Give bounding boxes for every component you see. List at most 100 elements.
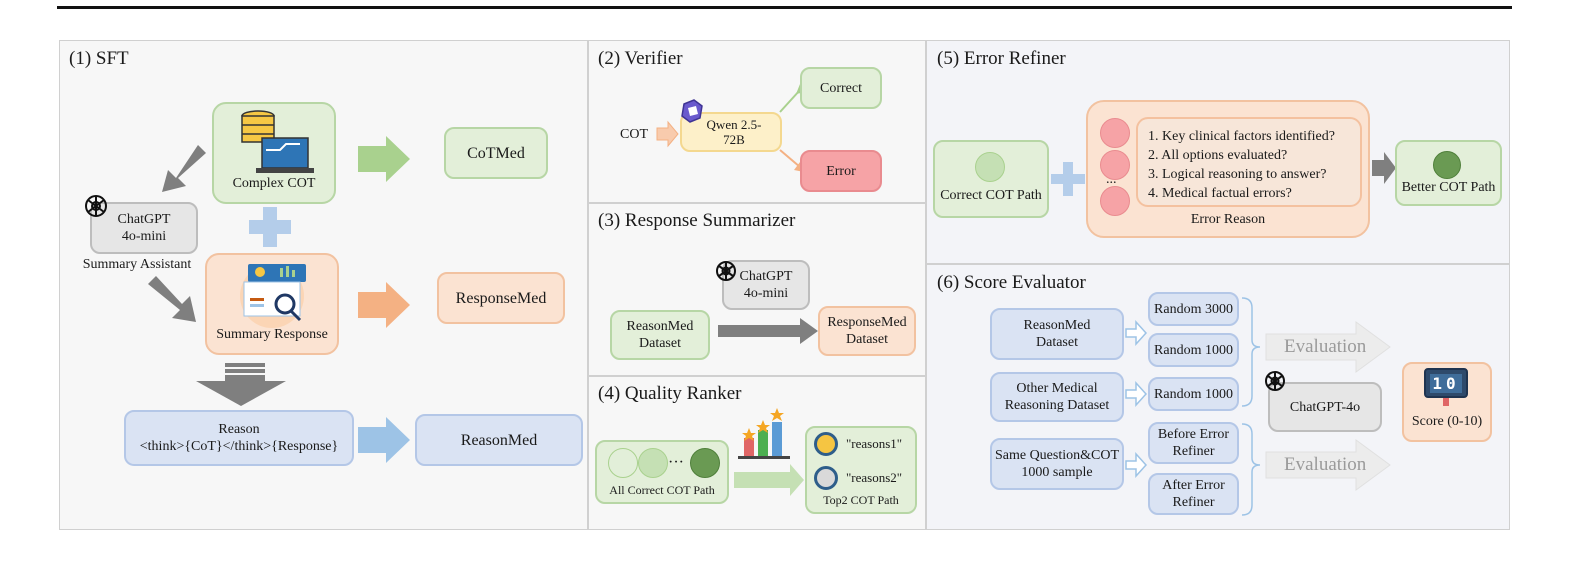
scoreboard-icon: 10 [1424,368,1468,398]
panel-title-ranker: (4) Quality Ranker [598,383,742,404]
better-cot-circle [1433,151,1461,179]
arrow-ranker [734,464,804,496]
arrow-cot-to-qwen [656,120,679,148]
scoreboard-stand [1443,398,1449,406]
bracket-evaluation-2 [1241,423,1261,516]
random-3000-label: Random 3000 [1154,301,1233,317]
responsemed-dataset-box: ResponseMed Dataset [818,306,916,356]
criterion-item: 3. Logical reasoning to answer? [1148,167,1327,182]
arrow-to-reasonmed [358,417,410,463]
score-digits: 10 [1430,373,1462,393]
evaluation-label-1: Evaluation [1284,336,1367,357]
other-medical-dataset-box: Other Medical Reasoning Dataset [990,372,1124,422]
reason-format-box: Reason <think>{CoT}</think>{Response} [124,410,354,466]
criterion-item: 2. All options evaluated? [1148,148,1288,163]
line-to-error [779,149,801,168]
responsemed-dataset-label: ResponseMed [827,315,907,330]
panel-title-refiner: (5) Error Refiner [937,48,1066,69]
random-1000-other-box: Random 1000 [1148,377,1239,411]
error-box: Error [800,150,882,192]
arrow-to-responsemed [358,282,410,328]
complex-cot-box: Complex COT [212,102,336,204]
correct-cot-circle [975,152,1005,182]
bracket-evaluation-1 [1241,297,1261,407]
error-reason-label: Error Reason [1190,212,1266,227]
random-1000-label: Random 1000 [1154,386,1233,402]
qwen-box: Qwen 2.5- 72B [680,112,782,152]
criteria-box: 1. Key clinical factors identified? 2. A… [1136,117,1362,207]
summary-response-label: Summary Response [216,327,328,342]
dataset-label: Dataset [639,336,681,351]
cot-path-circle [608,448,638,478]
dataset-label: Dataset [846,332,888,347]
panel-title-sft: (1) SFT [69,48,129,69]
before-error-refiner-box: Before Error Refiner [1148,422,1239,464]
refiner-label: Refiner [1172,495,1215,510]
arrow-other-to-random [1125,381,1148,407]
dataset-label: Dataset [1036,335,1078,350]
responsemed-box: ResponseMed [437,272,565,324]
criterion-item: 4. Medical factual errors? [1148,186,1292,201]
before-error-label: Before Error [1157,427,1230,442]
plus-refiner [1051,162,1085,196]
error-circle [1100,150,1130,180]
reason-label: Reason [218,422,260,437]
correct-cot-path-label: Correct COT Path [940,188,1042,203]
arrow-reasonmed-to-random [1125,320,1148,346]
qwen-size-label: 72B [723,132,745,147]
correct-label: Correct [820,80,862,96]
chatgpt-label: ChatGPT [739,269,793,284]
panel-title-evaluator: (6) Score Evaluator [937,272,1086,293]
reasonmed-dataset-eval-box: ReasonMed Dataset [990,308,1124,360]
arrow-evaluation-1 [1265,321,1391,373]
qwen-label: Qwen 2.5- [706,117,762,132]
cotmed-box: CoTMed [444,127,548,179]
arrow-evaluation-2 [1265,439,1391,491]
random-1000-label: Random 1000 [1154,342,1233,358]
error-label: Error [826,163,856,179]
chatgpt-label: ChatGPT [117,212,171,227]
reasons2-label: "reasons2" [846,470,903,485]
chatgpt-model-label: 4o-mini [121,229,167,244]
error-circle [1100,118,1130,148]
evaluation-label-2: Evaluation [1284,454,1367,475]
podium-icon [738,408,790,459]
arrow-down-to-reason [196,363,286,406]
cot-label: COT [620,127,648,142]
chatgpt-4o-mini-box-sft: ChatGPT 4o-mini [90,202,198,254]
other-medical-label: Other Medical [1016,381,1098,396]
chatgpt-4o-box: ChatGPT-4o [1268,382,1382,432]
same-question-box: Same Question&COT 1000 sample [990,438,1124,490]
gold-medal-icon [814,432,838,456]
reasonmed-label: ReasonMed [1023,318,1091,333]
summary-assistant-label: Summary Assistant [82,257,192,272]
reasonmed-label: ReasonMed [460,431,538,449]
reason-format-label: <think>{CoT}</think>{Response} [139,439,339,454]
score-label: Score (0-10) [1411,414,1483,429]
cot-path-circle [638,448,668,478]
reasonmed-box: ReasonMed [415,414,583,466]
chatgpt-4o-label: ChatGPT-4o [1289,399,1361,415]
dots: ... [1106,172,1117,187]
reasons1-label: "reasons1" [846,436,903,451]
reasoning-dataset-label: Reasoning Dataset [1004,398,1110,413]
ellipsis: ··· [668,454,684,471]
after-error-label: After Error [1162,478,1225,493]
top-rule [57,6,1512,9]
cotmed-label: CoTMed [467,144,525,162]
chatgpt-4o-mini-box-summarizer: ChatGPT 4o-mini [722,260,810,310]
arrow-complex-to-chatgpt [162,145,206,192]
silver-medal-icon [814,466,838,490]
sample-size-label: 1000 sample [1021,465,1093,480]
complex-cot-label: Complex COT [232,176,316,191]
chatgpt-model-label: 4o-mini [743,286,789,301]
random-1000-box: Random 1000 [1148,333,1239,367]
correct-box: Correct [800,67,882,109]
panel-title-summarizer: (3) Response Summarizer [598,210,796,231]
same-question-label: Same Question&COT [994,448,1120,463]
cot-path-circle [690,448,720,478]
all-correct-cot-label: All Correct COT Path [609,483,715,497]
arrow-to-cotmed [358,136,410,182]
summary-response-box: Summary Response [205,253,339,355]
